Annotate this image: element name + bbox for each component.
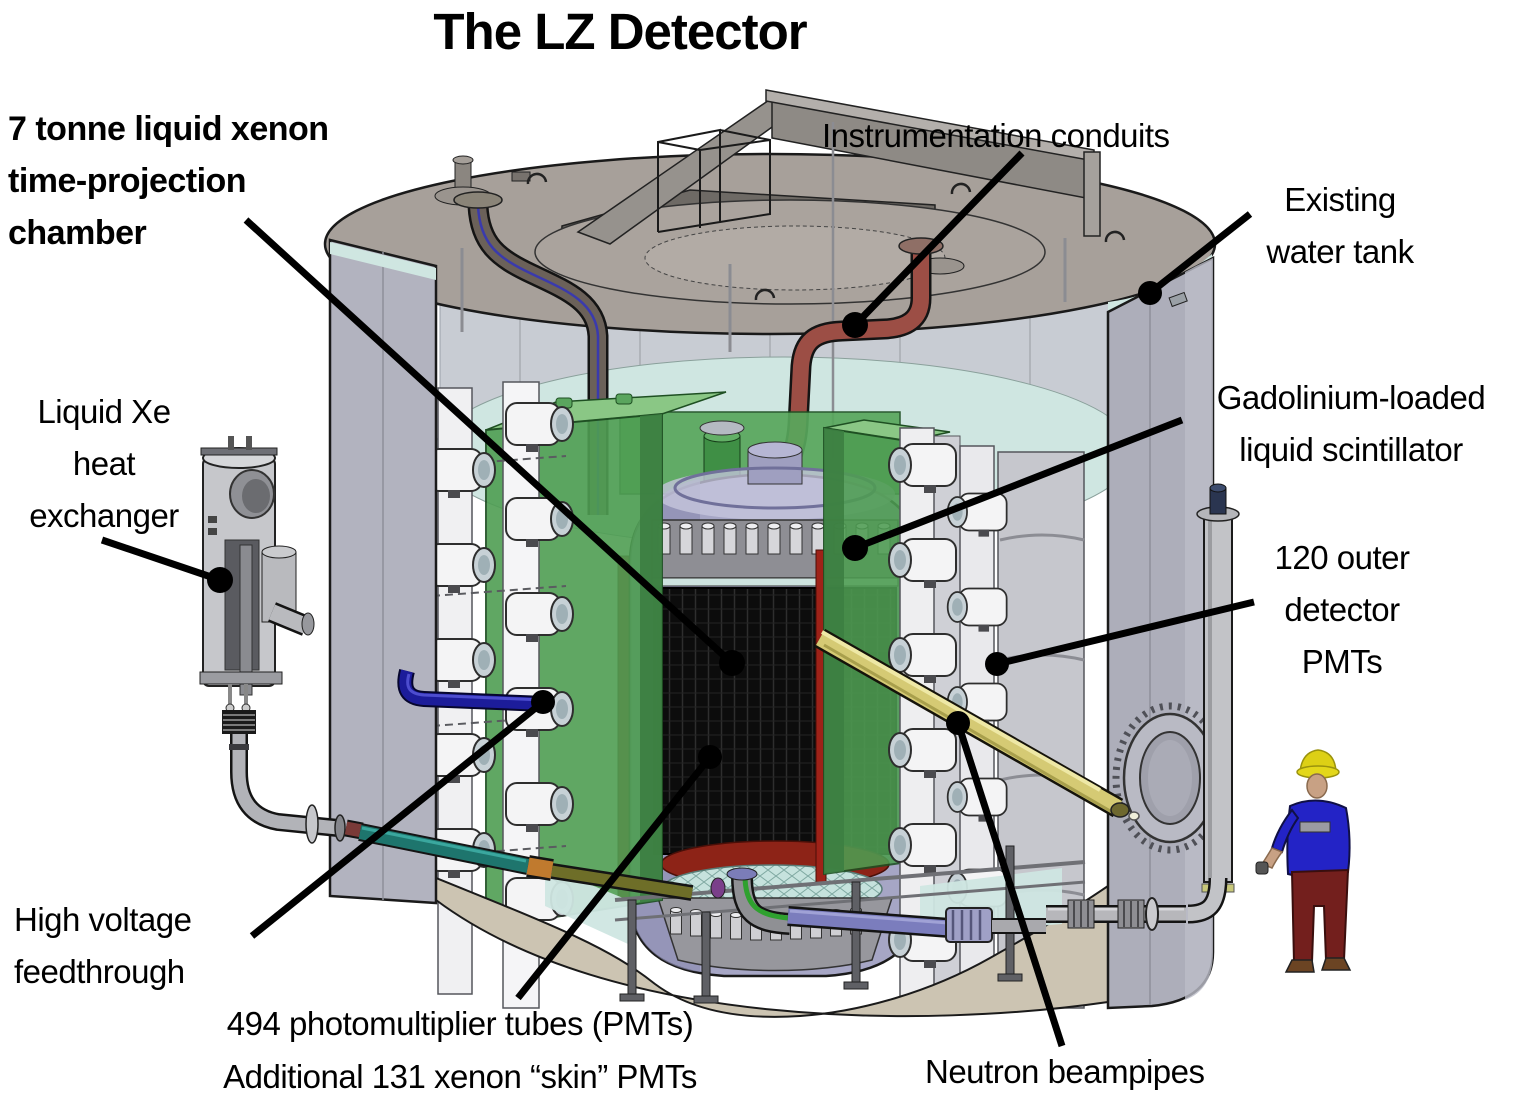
leader-heat-exchanger — [100, 536, 233, 593]
label-pmt-counts: 494 photomultiplier tubes (PMTs) Additio… — [223, 1005, 697, 1095]
neutron-beampipe-lower — [344, 819, 694, 901]
leader-instrumentation-conduits — [842, 150, 1025, 338]
instrumentation-conduit-gray — [453, 191, 609, 515]
label-gadolinium-scintillator: Gadolinium-loaded liquid scintillator — [1216, 379, 1486, 468]
leader-existing-water-tank — [1138, 211, 1253, 305]
leader-hv-feedthrough — [249, 690, 555, 939]
label-outer-detector-pmts: 120 outer detector PMTs — [1274, 539, 1410, 680]
label-heat-exchanger: Liquid Xe heat exchanger — [29, 393, 179, 534]
label-instrumentation-conduits: Instrumentation conduits — [822, 117, 1170, 154]
label-tpc-chamber: 7 tonne liquid xenon time-projection cha… — [8, 110, 329, 252]
high-voltage-conduit — [397, 668, 546, 712]
leader-tpc-chamber — [243, 217, 745, 676]
tank-wall-left — [328, 238, 438, 905]
external-pipe-right — [1046, 483, 1240, 931]
label-hv-feedthrough: High voltage feedthrough — [14, 901, 192, 990]
label-existing-water-tank: Existing water tank — [1266, 181, 1414, 270]
leader-gadolinium-scintillator — [842, 416, 1184, 561]
leader-outer-pmts — [985, 598, 1255, 676]
leader-lines — [100, 150, 1255, 1048]
label-neutron-beampipes: Neutron beampipes — [925, 1053, 1205, 1090]
lid-lifting-lugs — [526, 172, 1126, 301]
leader-neutron-beampipes — [946, 711, 1066, 1048]
leader-pmt-counts — [515, 745, 722, 1001]
hanger-rods — [460, 122, 1067, 458]
heat-exchanger — [199, 436, 315, 734]
figure-title: The LZ Detector — [433, 3, 807, 60]
cryostat-bottom-piping — [710, 867, 1046, 943]
human-figure-for-scale — [1255, 749, 1352, 973]
heat-exchanger-pipe — [229, 734, 346, 844]
lid-frame-structure — [657, 128, 771, 233]
